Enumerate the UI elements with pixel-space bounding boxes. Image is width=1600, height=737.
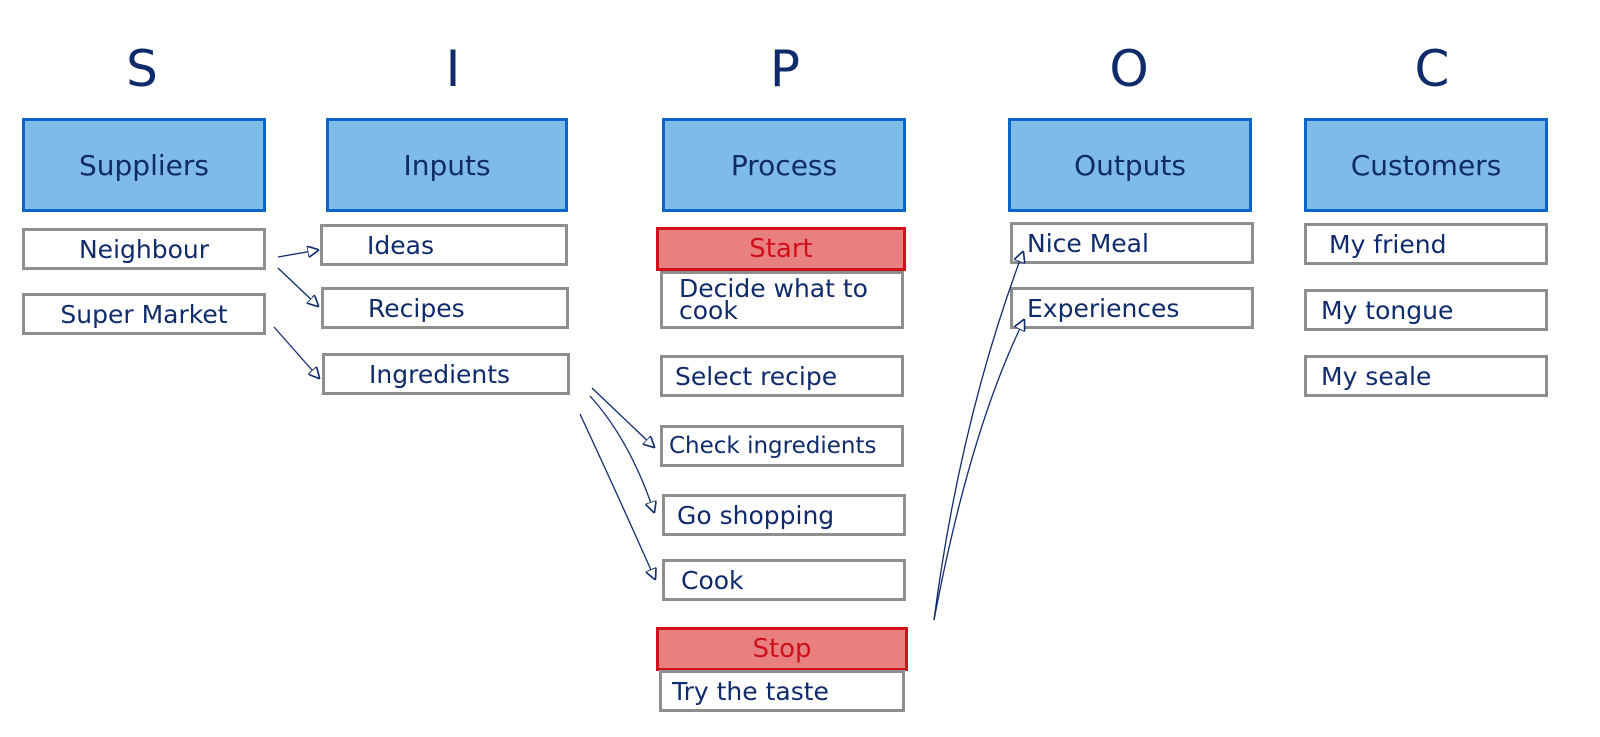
input-ideas: Ideas <box>320 224 568 266</box>
header-suppliers: Suppliers <box>22 118 266 212</box>
process-step-go-shopping: Go shopping <box>662 494 906 536</box>
process-step-cook: Cook <box>662 559 906 601</box>
input-ingredients: Ingredients <box>322 353 570 395</box>
customer-my-friend: My friend <box>1304 223 1548 265</box>
arrow-supermarket-ingredients <box>273 326 319 378</box>
letter-s: S <box>126 40 158 98</box>
letter-p: P <box>769 40 801 98</box>
letter-i: I <box>445 40 461 98</box>
process-step-check-ingredients: Check ingredients <box>660 425 904 467</box>
letter-o: O <box>1109 40 1149 98</box>
output-nice-meal: Nice Meal <box>1010 222 1254 264</box>
process-step-decide: Decide what to cook <box>660 271 904 329</box>
process-start-marker: Start <box>656 227 906 271</box>
letter-c: C <box>1414 40 1450 98</box>
header-process: Process <box>662 118 906 212</box>
arrow-ingredients-check <box>591 387 654 447</box>
header-inputs: Inputs <box>326 118 568 212</box>
process-step-try-taste: Try the taste <box>659 670 905 712</box>
supplier-super-market: Super Market <box>22 293 266 335</box>
header-outputs: Outputs <box>1008 118 1252 212</box>
supplier-neighbour: Neighbour <box>22 228 266 270</box>
customer-my-tongue: My tongue <box>1304 289 1548 331</box>
header-customers: Customers <box>1304 118 1548 212</box>
arrow-taste-experiences <box>933 320 1024 621</box>
arrow-ingredients-cook <box>579 413 655 579</box>
customer-my-seale: My seale <box>1304 355 1548 397</box>
process-step-select-recipe: Select recipe <box>660 355 904 397</box>
arrow-neighbour-recipes <box>277 267 318 306</box>
input-recipes: Recipes <box>321 287 569 329</box>
process-stop-marker: Stop <box>656 627 908 671</box>
output-experiences: Experiences <box>1010 287 1254 329</box>
arrow-ingredients-shopping <box>589 395 654 512</box>
arrow-neighbour-ideas <box>277 250 318 258</box>
